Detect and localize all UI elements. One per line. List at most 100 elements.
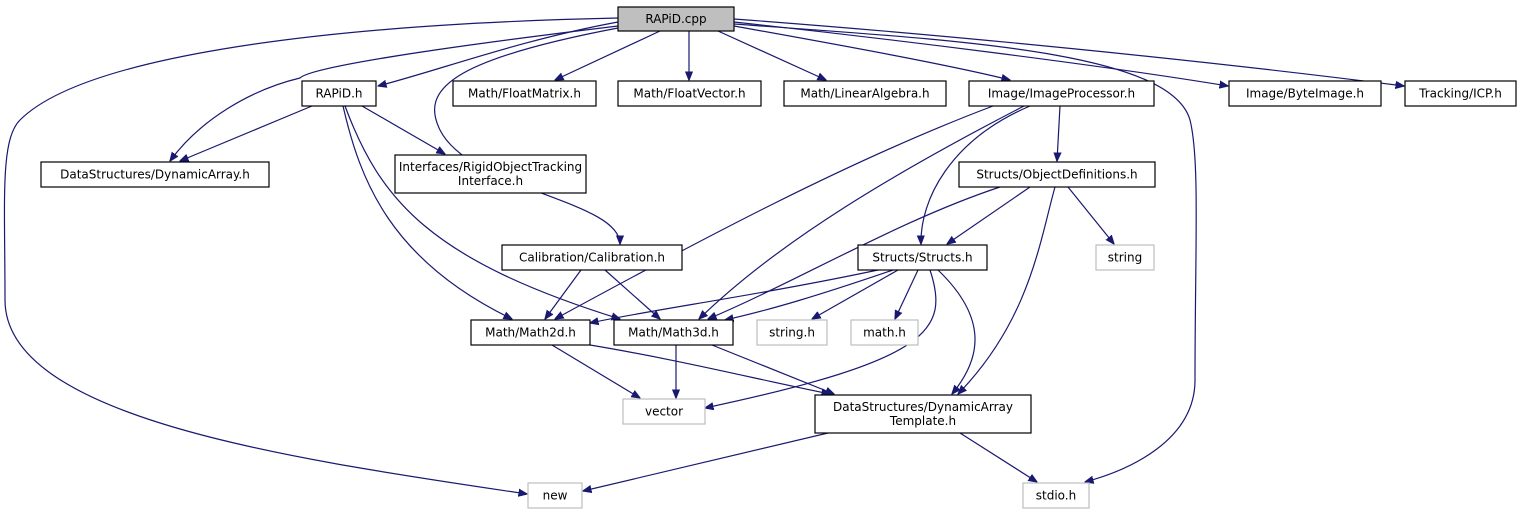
node-label: string xyxy=(1108,251,1142,265)
edge-calibration-to-math3d xyxy=(604,269,660,319)
node-box[interactable] xyxy=(1404,80,1517,107)
node-label: Template.h xyxy=(889,414,956,428)
node-stdio[interactable]: stdio.h xyxy=(1022,482,1090,509)
node-box[interactable] xyxy=(527,482,583,509)
edge-dynarraytpl-to-stdio xyxy=(959,432,1037,482)
node-imageprocessor[interactable]: Image/ImageProcessor.h xyxy=(968,80,1155,107)
edge-math2d-to-vector xyxy=(551,344,640,398)
node-box[interactable] xyxy=(452,80,597,107)
edge-structs-to-math2d xyxy=(590,269,879,323)
edge-rapid_h-to-dynarray xyxy=(180,105,313,161)
node-label: vector xyxy=(645,405,683,419)
node-label: Math/FloatVector.h xyxy=(633,87,745,101)
node-calibration[interactable]: Calibration/Calibration.h xyxy=(501,244,683,271)
edge-rapid_h-to-math3d xyxy=(344,105,620,319)
edge-rapid_cpp-to-icp xyxy=(733,18,1404,86)
node-box[interactable] xyxy=(501,244,683,271)
edge-imageprocessor-to-objdefs xyxy=(1057,105,1060,161)
edge-rapid_cpp-to-floatmatrix xyxy=(555,30,661,80)
edge-rapid_cpp-to-linearalgebra xyxy=(717,30,826,80)
node-objdefs[interactable]: Structs/ObjectDefinitions.h xyxy=(958,161,1156,188)
node-box[interactable] xyxy=(622,398,706,425)
edges-layer xyxy=(3,17,1404,494)
edge-rapid_cpp-to-dynarray xyxy=(170,25,619,161)
node-label: string.h xyxy=(769,326,815,340)
node-rigidobj[interactable]: Interfaces/RigidObjectTrackingInterface.… xyxy=(394,154,587,194)
node-label: Calibration/Calibration.h xyxy=(519,251,665,265)
node-linearalgebra[interactable]: Math/LinearAlgebra.h xyxy=(783,80,947,107)
node-box[interactable] xyxy=(756,319,828,346)
node-box[interactable] xyxy=(1022,482,1090,509)
node-box[interactable] xyxy=(613,319,734,346)
node-box[interactable] xyxy=(1228,80,1382,107)
node-string-h[interactable]: string.h xyxy=(756,319,828,346)
node-label: DataStructures/DynamicArray xyxy=(833,400,1013,414)
edge-math3d-to-dynarraytpl xyxy=(711,344,834,394)
node-label: Interfaces/RigidObjectTracking xyxy=(399,160,582,174)
node-label: new xyxy=(543,489,568,503)
node-box[interactable] xyxy=(814,394,1032,434)
node-box[interactable] xyxy=(958,161,1156,188)
node-vector[interactable]: vector xyxy=(622,398,706,425)
node-box[interactable] xyxy=(40,161,270,188)
edge-calibration-to-math2d xyxy=(545,269,582,319)
edge-rapid_cpp-to-rapid_h xyxy=(378,21,619,86)
node-icp[interactable]: Tracking/ICP.h xyxy=(1404,80,1517,107)
node-box[interactable] xyxy=(617,6,735,32)
node-string[interactable]: string xyxy=(1095,244,1155,271)
edge-rapid_h-to-rigidobj xyxy=(361,105,445,154)
edge-dynarraytpl-to-new xyxy=(583,432,829,491)
node-rapid-h[interactable]: RAPiD.h xyxy=(301,80,377,107)
node-math2d[interactable]: Math/Math2d.h xyxy=(470,319,591,346)
edge-structs-to-string_h xyxy=(812,269,899,319)
edge-structs-to-dynarraytpl xyxy=(937,269,976,394)
edge-rapid_cpp-to-byteimage xyxy=(733,21,1228,86)
node-label: Math/FloatMatrix.h xyxy=(468,87,581,101)
node-label: RAPiD.cpp xyxy=(645,12,706,26)
edge-objdefs-to-structs xyxy=(947,186,1031,244)
node-box[interactable] xyxy=(301,80,377,107)
node-label: Image/ImageProcessor.h xyxy=(988,87,1135,101)
node-math3d[interactable]: Math/Math3d.h xyxy=(613,319,734,346)
node-rapid-cpp[interactable]: RAPiD.cpp xyxy=(617,6,735,32)
node-box[interactable] xyxy=(968,80,1155,107)
node-structs[interactable]: Structs/Structs.h xyxy=(857,244,988,271)
node-label: stdio.h xyxy=(1036,489,1076,503)
edge-rapid_h-to-math2d xyxy=(342,105,512,319)
node-box[interactable] xyxy=(1095,244,1155,271)
node-label: Structs/ObjectDefinitions.h xyxy=(976,168,1137,182)
edge-rapid_cpp-to-imageprocessor xyxy=(733,25,1010,80)
node-label: Math/Math2d.h xyxy=(485,326,576,340)
edge-imageprocessor-to-math2d xyxy=(555,105,994,319)
edge-rapid_cpp-to-stdio xyxy=(733,23,1197,482)
edge-structs-to-math3d xyxy=(725,269,894,320)
edge-rapid_cpp-to-calibration xyxy=(433,27,620,244)
edge-objdefs-to-math3d xyxy=(708,186,1001,319)
edge-structs-to-math_h xyxy=(895,269,919,319)
node-box[interactable] xyxy=(394,154,587,194)
node-label: RAPiD.h xyxy=(315,87,362,101)
node-floatvector[interactable]: Math/FloatVector.h xyxy=(617,80,762,107)
node-byteimage[interactable]: Image/ByteImage.h xyxy=(1228,80,1382,107)
edge-objdefs-to-dynarraytpl xyxy=(958,186,1056,394)
edge-imageprocessor-to-math3d xyxy=(699,105,1025,319)
node-box[interactable] xyxy=(470,319,591,346)
node-box[interactable] xyxy=(850,319,919,346)
node-label: math.h xyxy=(863,326,906,340)
node-box[interactable] xyxy=(857,244,988,271)
node-label: Image/ByteImage.h xyxy=(1246,87,1364,101)
node-label: DataStructures/DynamicArray.h xyxy=(60,168,250,182)
node-new[interactable]: new xyxy=(527,482,583,509)
node-floatmatrix[interactable]: Math/FloatMatrix.h xyxy=(452,80,597,107)
node-label: Math/Math3d.h xyxy=(628,326,719,340)
node-math-h[interactable]: math.h xyxy=(850,319,919,346)
node-box[interactable] xyxy=(617,80,762,107)
node-label: Math/LinearAlgebra.h xyxy=(800,87,929,101)
node-dynarray[interactable]: DataStructures/DynamicArray.h xyxy=(40,161,270,188)
node-box[interactable] xyxy=(783,80,947,107)
edge-math2d-to-dynarraytpl xyxy=(589,344,830,394)
node-label: Tracking/ICP.h xyxy=(1418,87,1502,101)
